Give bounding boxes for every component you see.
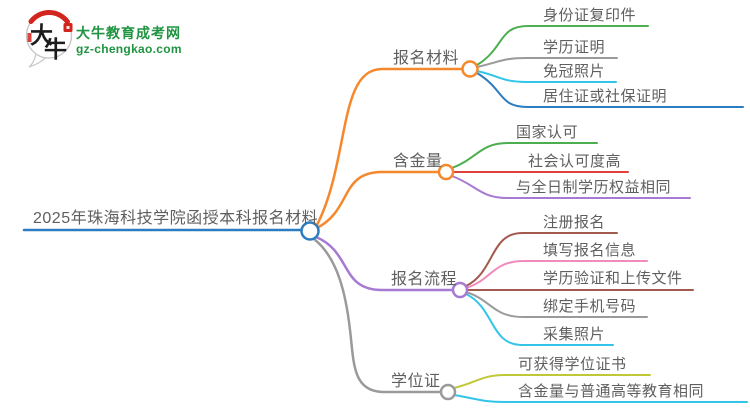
svg-text:牛: 牛 xyxy=(44,36,67,62)
root-node-label: 2025年珠海科技学院函授本科报名材料 xyxy=(33,210,319,227)
child-1-2-label: 学历证明 xyxy=(543,39,606,56)
child-3-4-label: 绑定手机号码 xyxy=(543,298,637,315)
branch-3-node-circle xyxy=(451,281,469,299)
child-1-1-label: 身份证复印件 xyxy=(543,7,637,24)
branch-4-label: 学位证 xyxy=(391,373,441,390)
child-3-2-connector xyxy=(465,260,648,289)
child-3-1-label: 注册报名 xyxy=(543,214,606,231)
branch-1-node-circle xyxy=(461,60,479,78)
branch-1-label: 报名材料 xyxy=(393,50,460,67)
child-2-1-connector xyxy=(451,142,598,169)
daniu-bubble-icon: 大 牛 xyxy=(25,10,73,68)
child-3-1-connector xyxy=(465,232,618,287)
branch-2-label: 含金量 xyxy=(393,153,443,170)
branch-4-node-circle xyxy=(439,383,457,401)
child-1-3-connector xyxy=(476,70,617,83)
child-3-2-label: 填写报名信息 xyxy=(543,242,637,259)
child-1-4-label: 居住证或社保证明 xyxy=(543,88,668,105)
site-logo: 大 牛 大牛教育成考网 gz-chengkao.com xyxy=(14,8,234,68)
child-1-3-label: 免冠照片 xyxy=(543,63,606,80)
child-2-3-label: 与全日制学历权益相同 xyxy=(516,179,672,196)
branch-3-label: 报名流程 xyxy=(391,271,458,288)
branch-2-node-circle xyxy=(437,163,455,181)
child-4-1-label: 可获得学位证书 xyxy=(518,356,627,373)
child-2-1-label: 国家认可 xyxy=(516,124,579,141)
child-2-3-connector xyxy=(451,175,691,199)
branch-4-connector xyxy=(312,237,443,394)
child-3-5-label: 采集照片 xyxy=(543,326,606,343)
branch-1-connector xyxy=(315,67,464,227)
root-node-circle xyxy=(300,221,320,241)
svg-text:大: 大 xyxy=(30,22,53,48)
branch-2-connector xyxy=(315,170,441,230)
branch-3-connector xyxy=(314,235,455,292)
child-3-4-connector xyxy=(465,291,648,318)
child-4-2-label: 含金量与普通高等教育相同 xyxy=(518,383,705,400)
child-4-2-connector xyxy=(453,394,748,403)
child-4-1-connector xyxy=(453,374,651,389)
child-1-4-connector xyxy=(476,72,744,108)
logo-url: gz-chengkao.com xyxy=(76,42,182,56)
child-1-1-connector xyxy=(476,25,649,66)
logo-title: 大牛教育成考网 xyxy=(76,25,181,41)
child-2-2-label: 社会认可度高 xyxy=(528,153,622,170)
child-3-3-label: 学历验证和上传文件 xyxy=(543,270,683,287)
child-1-2-connector xyxy=(476,57,618,68)
child-3-5-connector xyxy=(465,293,614,346)
